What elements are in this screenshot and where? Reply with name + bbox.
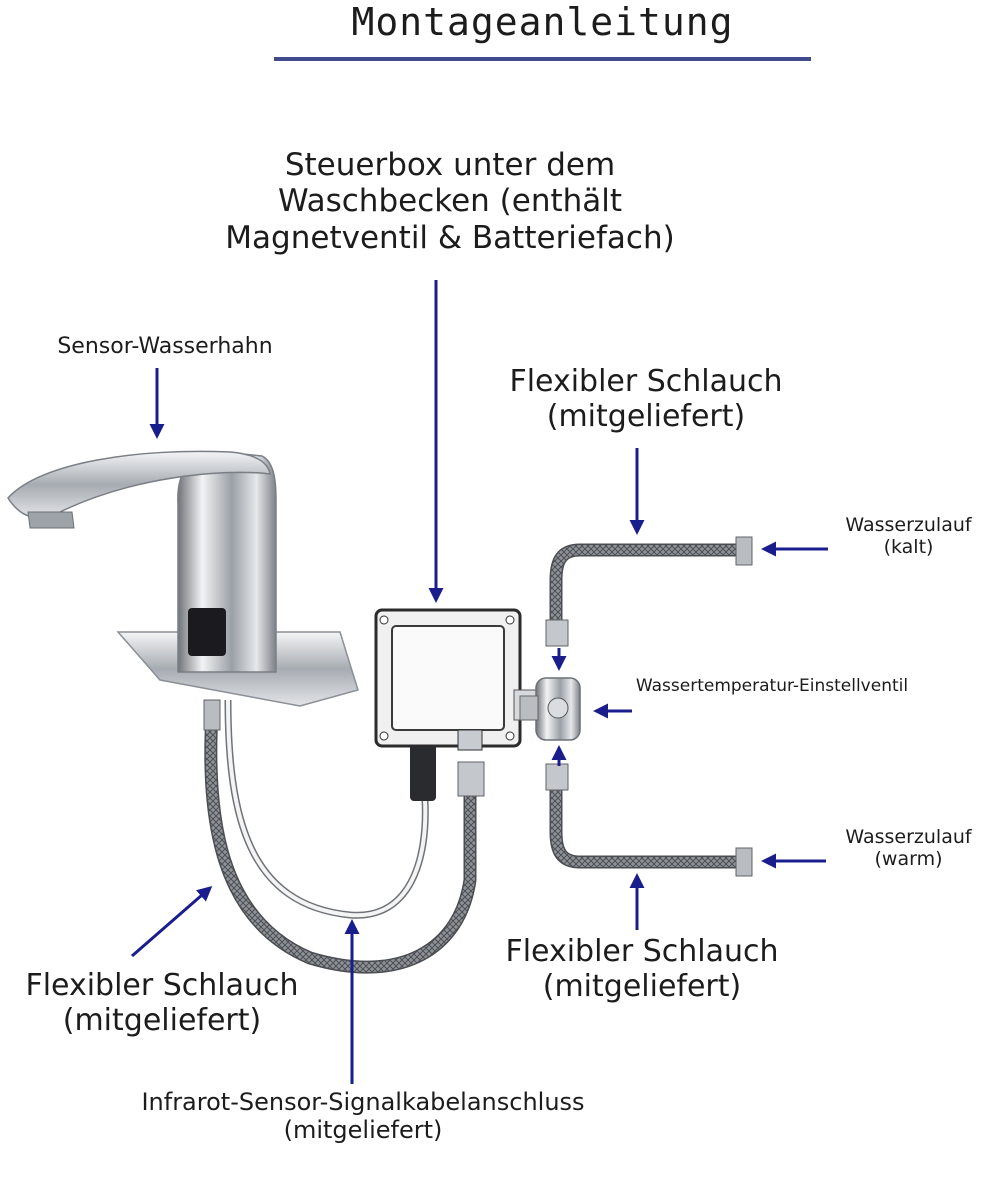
control-box-illustration: [374, 608, 541, 751]
temperature-valve-illustration: [519, 677, 581, 741]
left-hose: [205, 711, 475, 973]
label-inlet-cold: Wasserzulauf (kalt): [845, 514, 972, 559]
label-sensor-faucet: Sensor-Wasserhahn: [57, 334, 273, 359]
title-underline: [274, 57, 811, 61]
sensor-faucet-illustration: [7, 450, 359, 707]
cold-hose-outline: [549, 543, 743, 628]
label-sensor-cable: Infrarot-Sensor-Signalkabelanschluss (mi…: [141, 1088, 585, 1145]
valve-fitting-top: [545, 619, 569, 647]
label-temp-valve: Wassertemperatur-Einstellventil: [635, 676, 909, 696]
label-control-box: Steuerbox unter dem Waschbecken (enthält…: [225, 147, 675, 256]
valve-fitting-bottom: [545, 763, 569, 791]
cold-inlet-fitting: [735, 536, 753, 566]
warm-inlet-fitting: [735, 847, 753, 877]
label-inlet-warm: Wasserzulauf (warm): [845, 826, 972, 871]
label-hose-bottom-right: Flexibler Schlauch (mitgeliefert): [505, 934, 779, 1005]
label-hose-top: Flexibler Schlauch (mitgeliefert): [509, 364, 783, 435]
arrow-hose-left: [131, 886, 213, 958]
cold-hose: [551, 545, 743, 628]
page-title: Montageanleitung: [351, 0, 734, 44]
sensor-cable-connector: [410, 735, 436, 801]
warm-hose: [551, 770, 743, 867]
hose-fitting-box: [457, 761, 485, 797]
hose-fitting-left: [203, 699, 221, 731]
sensor-cable: [226, 699, 428, 918]
callout-arrows: [131, 280, 828, 1084]
label-hose-left: Flexibler Schlauch (mitgeliefert): [25, 968, 299, 1039]
warm-hose-outline: [549, 770, 743, 869]
